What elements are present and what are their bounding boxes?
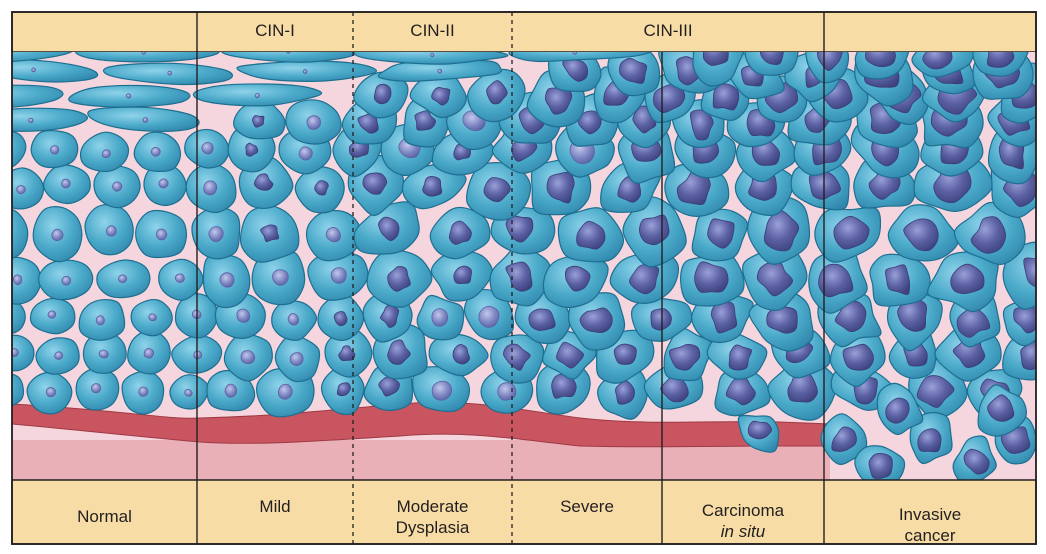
cell-nucleus: [13, 275, 21, 285]
cell-nucleus: [139, 387, 148, 396]
cell-nucleus: [204, 181, 217, 195]
cell-nucleus: [46, 388, 55, 397]
grade-label-cin2: CIN-II: [353, 21, 512, 41]
cell-nucleus: [96, 316, 104, 325]
atypical-nucleus: [374, 84, 391, 104]
cell-nucleus: [51, 146, 59, 155]
cell-nucleus: [143, 118, 148, 123]
atypical-nucleus: [529, 309, 555, 331]
cell-nucleus: [151, 147, 160, 156]
cell-nucleus: [278, 384, 292, 399]
cell-nucleus: [48, 311, 56, 318]
cell-nucleus: [112, 182, 121, 191]
cell-nucleus: [185, 389, 192, 396]
stage-label-invasive-line2: cancer: [824, 525, 1036, 546]
stage-label-mild: Mild: [197, 496, 353, 517]
cell-nucleus: [149, 314, 157, 321]
cell-nucleus: [55, 352, 63, 360]
cell-nucleus: [255, 93, 259, 97]
stage-label-moderate-dysplasia: Moderate Dysplasia: [353, 496, 512, 538]
cell-nucleus: [168, 71, 172, 75]
atypical-nucleus: [614, 344, 636, 364]
cell-nucleus: [0, 94, 3, 98]
stage-label-invasive-cancer: Invasive cancer: [824, 504, 1036, 546]
cell-nucleus: [0, 387, 5, 395]
cell-nucleus: [0, 228, 6, 239]
cell-nucleus: [202, 142, 213, 154]
cell-nucleus: [225, 384, 237, 397]
stage-label-cis-line1: Carcinoma: [662, 500, 824, 521]
atypical-nucleus: [869, 453, 892, 478]
cell-nucleus: [29, 118, 33, 122]
cell-nucleus: [156, 229, 166, 240]
cell-nucleus: [194, 351, 202, 359]
cell-nucleus: [241, 351, 255, 364]
cell-nucleus: [175, 274, 184, 283]
stage-label-normal: Normal: [12, 506, 197, 527]
cell-nucleus: [438, 69, 442, 73]
cell-nucleus: [32, 68, 36, 72]
cell-nucleus: [144, 349, 154, 359]
cell-nucleus: [273, 270, 289, 286]
cell-nucleus: [17, 186, 26, 194]
cell-nucleus: [299, 147, 312, 160]
stage-label-moderate-line2: Dysplasia: [353, 517, 512, 538]
cell-nucleus: [0, 311, 6, 318]
cell-nucleus: [62, 276, 71, 285]
stage-label-cis-line2: in situ: [662, 521, 824, 542]
grade-label-cin1: CIN-I: [197, 21, 353, 41]
stage-label-moderate-line1: Moderate: [353, 496, 512, 517]
cell-nucleus: [303, 70, 307, 74]
cell-nucleus: [118, 275, 126, 283]
cell-nucleus: [52, 229, 63, 240]
atypical-nucleus: [843, 344, 874, 370]
cell-nucleus: [91, 384, 100, 393]
stage-label-severe: Severe: [512, 496, 662, 517]
cell-nucleus: [288, 313, 299, 325]
cell-nucleus: [99, 350, 108, 358]
cell-nucleus: [331, 268, 346, 284]
cell-nucleus: [237, 309, 250, 322]
cell-nucleus: [432, 309, 448, 327]
atypical-nucleus: [423, 176, 442, 196]
cell-nucleus: [498, 383, 516, 401]
cell-nucleus: [102, 150, 110, 158]
cell-nucleus: [290, 353, 303, 366]
cell-nucleus: [0, 148, 7, 156]
stage-label-invasive-line1: Invasive: [824, 504, 1036, 525]
cell-nucleus: [62, 179, 71, 188]
cell-nucleus: [432, 381, 451, 400]
cell-nucleus: [126, 94, 131, 98]
cell-nucleus: [431, 53, 434, 57]
cell-nucleus: [220, 273, 234, 287]
cell-nucleus: [307, 116, 321, 130]
cell-nucleus: [159, 179, 168, 188]
cell-nucleus: [209, 227, 223, 242]
cell-nucleus: [0, 53, 3, 56]
cell-nucleus: [479, 306, 499, 327]
grade-label-cin3: CIN-III: [512, 21, 824, 41]
stage-label-carcinoma-in-situ: Carcinoma in situ: [662, 500, 824, 542]
